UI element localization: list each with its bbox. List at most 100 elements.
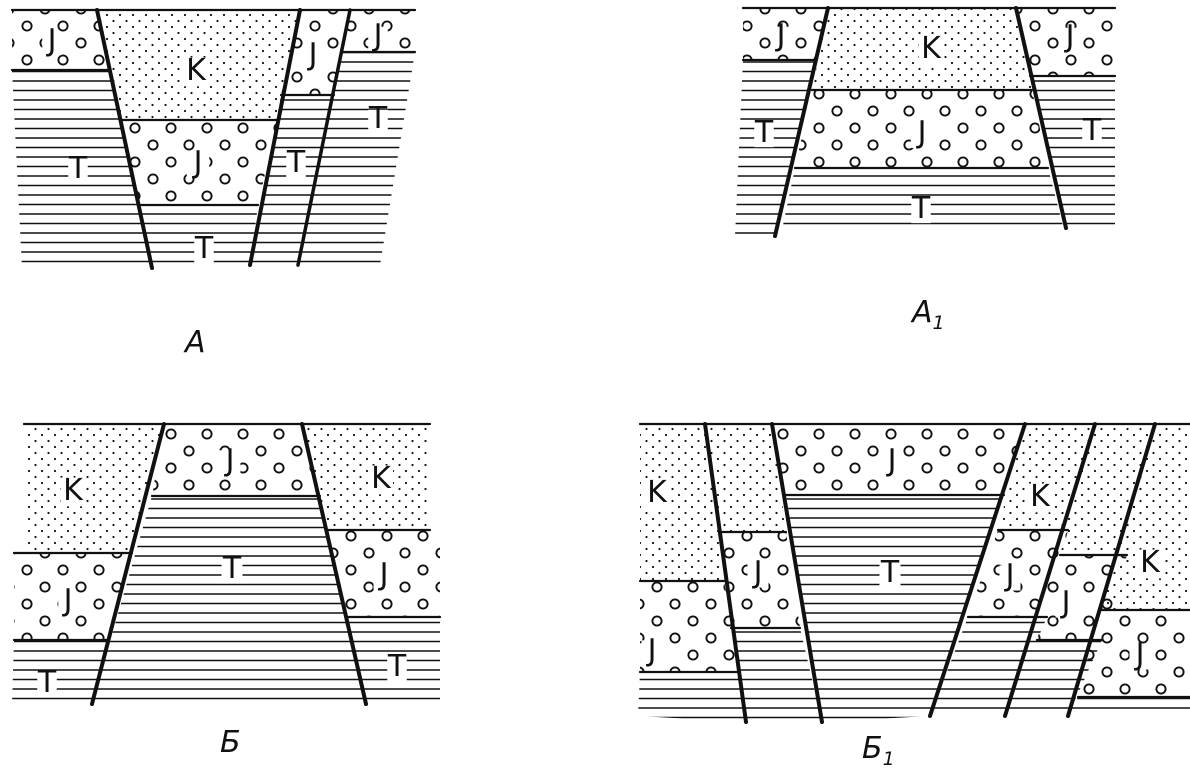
rock-unit-fills bbox=[12, 8, 1190, 722]
panel-a1-label-left-t-backdrop bbox=[754, 123, 774, 148]
panel-a-label-left-t-backdrop bbox=[68, 159, 88, 184]
panel-b1-label-left-j-backdrop bbox=[641, 640, 663, 666]
panel-b1-right-k bbox=[1100, 424, 1190, 610]
panel-b-left-k bbox=[24, 424, 164, 553]
panel-a1-right-t bbox=[1030, 76, 1115, 228]
panel-b1-label-j3: J bbox=[1004, 558, 1015, 593]
panel-a1-label-center-j: J bbox=[916, 115, 927, 150]
panel-b1-left-t bbox=[638, 672, 746, 722]
caption-panel-b: Б bbox=[220, 725, 241, 760]
panel-b1-fault-5 bbox=[1066, 422, 1157, 718]
panel-b1-label-center-j: J bbox=[886, 443, 897, 478]
panel-b-label-center-t-backdrop bbox=[221, 558, 243, 584]
panel-b1-left-k bbox=[640, 424, 724, 581]
contact-and-fault-lines bbox=[10, 6, 1190, 724]
panel-b-label-center-j: J bbox=[224, 443, 235, 478]
panel-a1-left-t bbox=[735, 60, 816, 236]
panel-a-label-left-j-backdrop bbox=[42, 31, 62, 56]
panel-a-label-center-j-backdrop bbox=[186, 150, 210, 178]
panel-b1-label-right-j: J bbox=[1134, 637, 1145, 672]
panel-a-label-mid-j: J bbox=[307, 37, 318, 72]
panel-b-label-left-t-backdrop bbox=[37, 673, 57, 698]
panel-a-label-mid-t: T bbox=[286, 145, 306, 180]
panel-b-label-left-t: T bbox=[37, 665, 57, 700]
panel-b1-label-right-k-backdrop bbox=[1138, 549, 1162, 579]
panel-a1-label-right-t-backdrop bbox=[1082, 121, 1102, 146]
panel-b-label-center-j-backdrop bbox=[219, 450, 241, 476]
panel-b1-label-right-j-backdrop bbox=[1129, 644, 1151, 670]
panel-b-label-right-k-backdrop bbox=[369, 465, 393, 495]
panel-a1-label-center-t-backdrop bbox=[911, 199, 931, 224]
panel-a-label-center-k-backdrop bbox=[184, 57, 208, 87]
panel-b1-label-j4: J bbox=[1060, 585, 1071, 620]
panel-a1-label-right-t: T bbox=[1082, 113, 1102, 148]
panel-a-label-center-k: K bbox=[186, 53, 207, 88]
panel-a-mid-fault bbox=[248, 8, 302, 267]
panel-a-label-center-j: J bbox=[192, 145, 203, 180]
panel-b-label-center-t: T bbox=[222, 551, 242, 586]
panel-a-label-right-t: T bbox=[368, 101, 388, 136]
panel-a1-label-center-k-backdrop bbox=[919, 35, 943, 65]
panel-b-label-right-j: J bbox=[378, 557, 389, 592]
panel-a1-label-left-j: J bbox=[775, 18, 786, 53]
panel-b1-label-center-t-backdrop bbox=[879, 562, 901, 588]
caption-panel-a: А bbox=[185, 325, 206, 360]
panel-b-label-left-j: J bbox=[62, 583, 73, 618]
panel-b1-label-right-k: K bbox=[1140, 545, 1161, 580]
panel-b1-center-t bbox=[786, 495, 1004, 722]
panel-a-center-t bbox=[140, 205, 258, 268]
panel-a1-left-fault bbox=[773, 6, 830, 238]
panel-a-mid-t bbox=[250, 95, 334, 265]
panel-a-label-left-t: T bbox=[68, 151, 88, 186]
panel-b-label-left-k: K bbox=[63, 473, 84, 508]
panel-b1-label-center-t: T bbox=[880, 555, 900, 590]
panel-b1-label-k3: K bbox=[1030, 479, 1051, 514]
panel-b1-label-left-j: J bbox=[646, 633, 657, 668]
panel-a1-label-center-j-backdrop bbox=[910, 120, 934, 148]
panel-b1-label-j3-backdrop bbox=[999, 565, 1021, 591]
panel-a-left-fault bbox=[95, 8, 154, 270]
panel-b1-label-j2: J bbox=[752, 555, 763, 590]
panel-b1-t3 bbox=[930, 617, 1047, 716]
panel-a1-center-t bbox=[782, 168, 1064, 230]
panel-b-label-right-j-backdrop bbox=[373, 564, 395, 590]
panel-b1-label-j2-backdrop bbox=[747, 562, 769, 588]
panel-a1-label-right-j-backdrop bbox=[1060, 27, 1080, 52]
panel-a-label-center-t-backdrop bbox=[194, 239, 214, 264]
panel-b1-fault-4 bbox=[1003, 422, 1097, 718]
panel-a1-label-left-t: T bbox=[754, 115, 774, 150]
panel-a-label-right-j: J bbox=[372, 18, 383, 53]
panel-b-label-left-k-backdrop bbox=[61, 477, 85, 507]
panel-b1-fault-2 bbox=[770, 422, 824, 724]
panel-a-label-left-j: J bbox=[46, 23, 57, 58]
panel-a1-label-left-j-backdrop bbox=[771, 26, 791, 51]
panel-a-label-mid-t-backdrop bbox=[286, 153, 306, 178]
panel-b1-right-t bbox=[1068, 697, 1190, 716]
panel-b-right-k bbox=[302, 424, 430, 530]
panel-a1-right-fault bbox=[1014, 6, 1068, 230]
panel-a1-label-center-k: K bbox=[921, 31, 942, 66]
panel-b-left-fault bbox=[90, 422, 166, 706]
panel-b-center-t bbox=[92, 496, 366, 704]
panel-b1-left-j bbox=[640, 581, 740, 672]
panel-b1-label-center-j-backdrop bbox=[881, 450, 903, 476]
panel-b1-t4 bbox=[1005, 640, 1102, 716]
panel-b-label-left-j-backdrop bbox=[58, 591, 78, 616]
panel-a1-label-center-t: T bbox=[911, 191, 931, 226]
panel-a1-label-right-j: J bbox=[1064, 19, 1075, 54]
rock-unit-labels: J T K J T J T J T J T K J T J T K J T J T K J T K J J J T K J J K J bbox=[37, 18, 1162, 700]
panel-b-left-t bbox=[12, 640, 108, 704]
panel-b1-label-left-k-backdrop bbox=[645, 479, 669, 509]
caption-panel-a1: А1 bbox=[912, 295, 945, 334]
panel-a-right-t bbox=[298, 52, 415, 265]
panel-b1-label-left-k: K bbox=[647, 475, 668, 510]
panel-b-label-right-t: T bbox=[387, 649, 407, 684]
panel-a-label-center-t: T bbox=[194, 231, 214, 266]
panel-a-label-right-j-backdrop bbox=[368, 26, 388, 51]
panel-b1-t2 bbox=[731, 628, 822, 722]
panel-b1-label-k3-backdrop bbox=[1028, 483, 1052, 513]
panel-b1-label-j4-backdrop bbox=[1055, 592, 1077, 618]
panel-b-label-right-k: K bbox=[371, 461, 392, 496]
